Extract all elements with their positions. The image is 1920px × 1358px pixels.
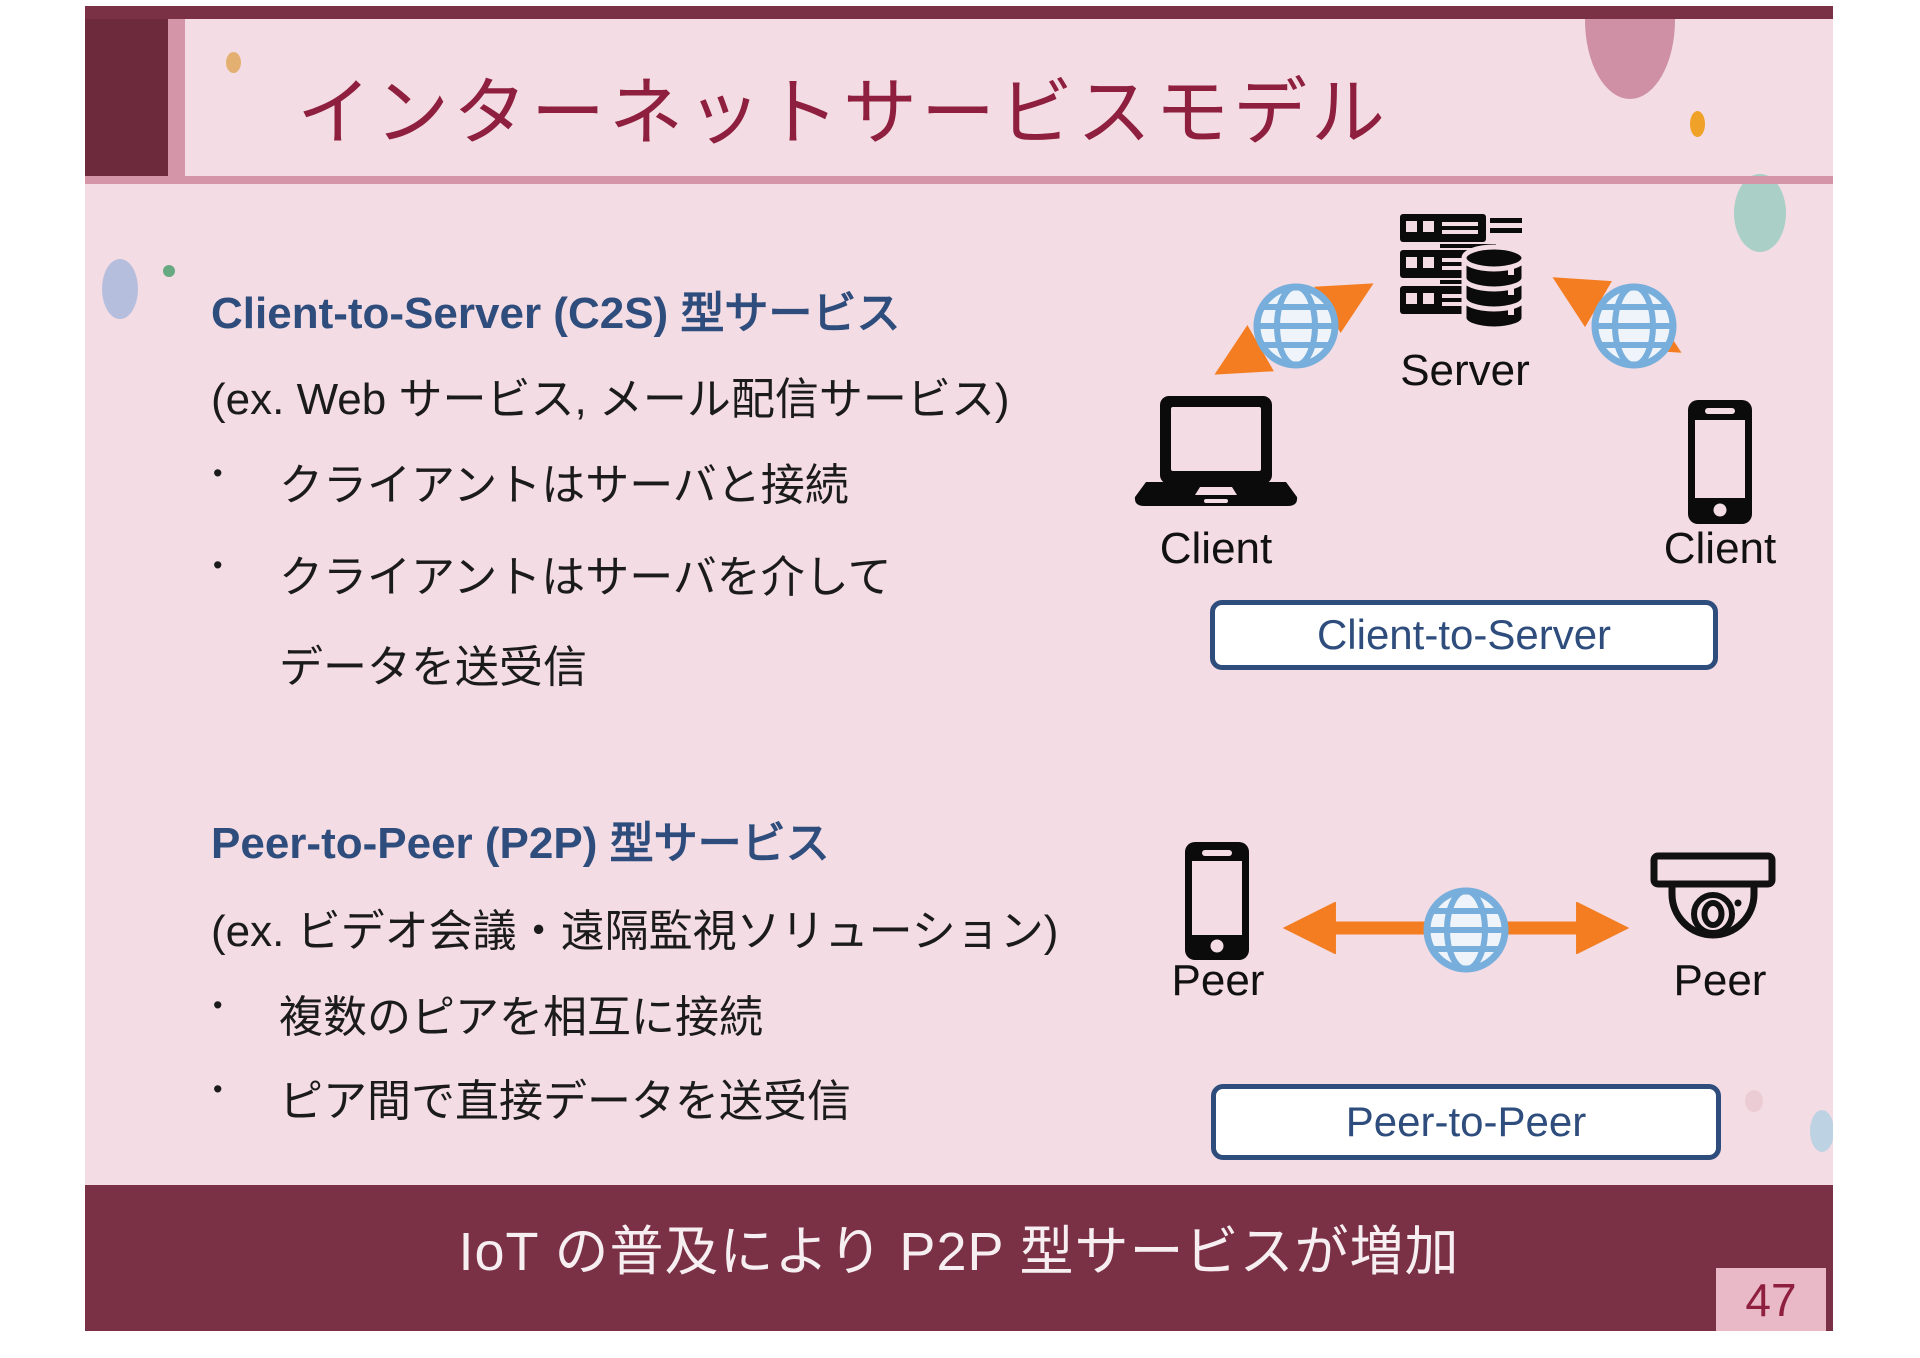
laptop-icon <box>1134 396 1298 506</box>
bullet-marker: • <box>213 990 223 1020</box>
top-accent-bar <box>85 6 1833 19</box>
c2s-diagram-caption: Client-to-Server <box>1210 600 1718 670</box>
c2s-bullet-2: • クライアントはサーバを介して <box>213 541 891 605</box>
bullet-marker: • <box>213 1074 223 1104</box>
deco-green-dot <box>163 265 175 277</box>
bullet-marker: • <box>213 458 223 488</box>
page-number: 47 <box>1745 1273 1797 1326</box>
c2s-bullet-1-text: クライアントはサーバと接続 <box>279 461 849 510</box>
bullet-marker: • <box>213 550 223 580</box>
p2p-bullet-2-text: ピア間で直接データを送受信 <box>279 1077 851 1126</box>
page-number-badge: 47 <box>1716 1268 1826 1331</box>
server-label: Server <box>1400 346 1530 395</box>
deco-tan-dot <box>226 52 241 73</box>
title-block <box>85 19 168 176</box>
p2p-bullet-1-text: 複数のピアを相互に接続 <box>279 993 763 1042</box>
peer-right-label: Peer <box>1673 956 1767 1005</box>
footer-bar: IoT の普及により P2P 型サービスが増加 <box>85 1185 1833 1331</box>
server-icon <box>1400 214 1526 332</box>
c2s-bullet-2-text: クライアントはサーバを介して <box>279 553 892 602</box>
c2s-example: (ex. Web サービス, メール配信サービス) <box>211 375 1010 424</box>
title-divider <box>85 176 1833 184</box>
title-accent-strip <box>168 19 185 176</box>
c2s-bullet-1: • クライアントはサーバと接続 <box>213 449 849 513</box>
smartphone-icon <box>1688 400 1752 524</box>
p2p-bullet-1: • 複数のピアを相互に接続 <box>213 981 763 1045</box>
c2s-caption-text: Client-to-Server <box>1316 611 1612 658</box>
deco-rose-ellipse <box>1585 19 1675 99</box>
deco-lavender-dot <box>102 259 138 319</box>
globe-icon <box>1423 887 1509 973</box>
p2p-heading: Peer-to-Peer (P2P) 型サービス <box>211 819 830 868</box>
globe-icon <box>1591 283 1677 369</box>
page-title: インターネットサービスモデル <box>297 71 1389 154</box>
deco-blue-dot-small <box>1810 1110 1833 1152</box>
footer-message: IoT の普及により P2P 型サービスが増加 <box>458 1221 1460 1282</box>
client-right-label: Client <box>1663 524 1777 573</box>
p2p-example: (ex. ビデオ会議・遠隔監視ソリューション) <box>211 907 1059 956</box>
c2s-heading: Client-to-Server (C2S) 型サービス <box>211 289 901 338</box>
peer-left-label: Peer <box>1171 956 1265 1005</box>
smartphone-icon <box>1185 842 1249 960</box>
globe-icon <box>1253 283 1339 369</box>
p2p-diagram-caption: Peer-to-Peer <box>1211 1084 1721 1160</box>
slide-canvas: インターネットサービスモデル Client-to-Server (C2S) 型サ… <box>85 19 1833 1331</box>
dome-camera-icon <box>1650 852 1776 939</box>
p2p-caption-text: Peer-to-Peer <box>1345 1098 1587 1145</box>
client-left-label: Client <box>1159 524 1273 573</box>
deco-teal-ellipse <box>1734 174 1786 252</box>
c2s-bullet-2-continuation: データを送受信 <box>279 643 587 692</box>
p2p-bullet-2: • ピア間で直接データを送受信 <box>213 1065 851 1129</box>
deco-pink-dot-bottom <box>1745 1090 1763 1112</box>
deco-orange-dot <box>1690 111 1705 137</box>
